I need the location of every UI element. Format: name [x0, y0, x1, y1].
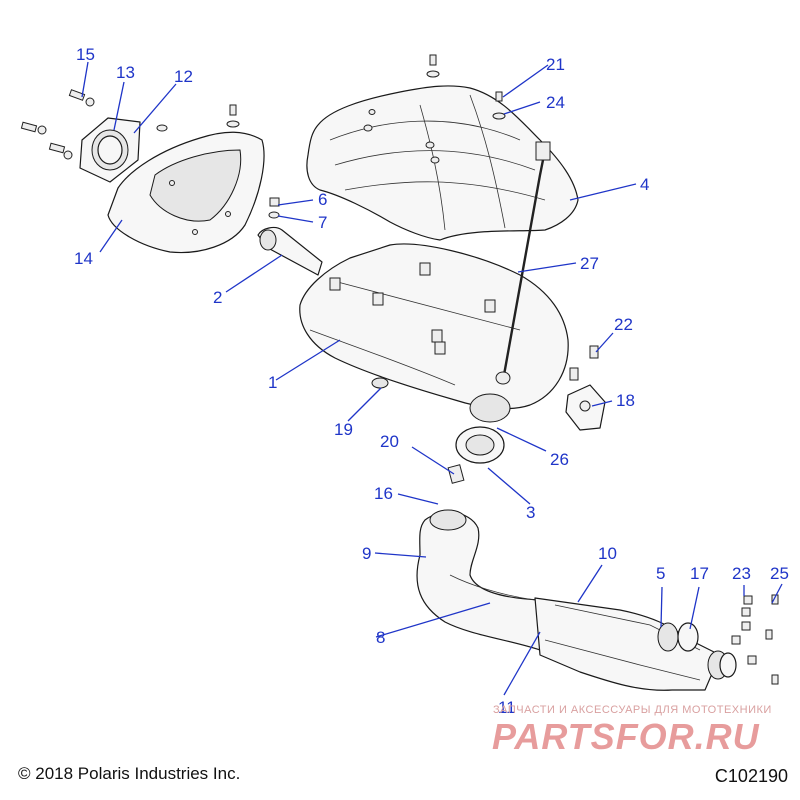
muffler-shroud-14	[107, 131, 265, 254]
callout-labels: 15 13 12 14 2 6 7 21 24 4 27 1 19 22 18 …	[74, 45, 789, 717]
callout-17: 17	[690, 564, 709, 583]
callout-19: 19	[334, 420, 353, 439]
clamp-26	[455, 393, 511, 464]
bolt-21	[426, 54, 506, 120]
inlet-cone-2	[257, 226, 323, 276]
callout-4: 4	[640, 175, 649, 194]
head-pipe-9	[416, 509, 561, 651]
callout-13: 13	[116, 63, 135, 82]
flange-12	[79, 117, 141, 183]
watermark-tagline: ЗАПЧАСТИ И АКСЕССУАРЫ ДЛЯ МОТОТЕХНИКИ	[493, 704, 772, 716]
outlet-5	[657, 622, 737, 680]
callout-6: 6	[318, 190, 327, 209]
callout-2: 2	[213, 288, 222, 307]
callout-3: 3	[526, 503, 535, 522]
bolt-6	[268, 197, 280, 219]
copyright-notice: © 2018 Polaris Industries Inc.	[18, 764, 241, 783]
callout-18: 18	[616, 391, 635, 410]
nuts-23	[731, 594, 779, 685]
callout-16: 16	[374, 484, 393, 503]
watermark-logo: PARTSFOR.RU	[492, 716, 760, 757]
clip-20	[447, 464, 465, 484]
callout-9: 9	[362, 544, 371, 563]
callout-8: 8	[376, 628, 385, 647]
callout-14: 14	[74, 249, 93, 268]
callout-20: 20	[380, 432, 399, 451]
callout-1: 1	[268, 373, 277, 392]
callout-15: 15	[76, 45, 95, 64]
callout-26: 26	[550, 450, 569, 469]
bracket-18	[565, 345, 606, 431]
o2-sensor-27	[495, 141, 551, 385]
callout-24: 24	[546, 93, 565, 112]
callout-12: 12	[174, 67, 193, 86]
heat-shield-upper	[306, 85, 579, 241]
callout-22: 22	[614, 315, 633, 334]
callout-23: 23	[732, 564, 751, 583]
bolt-15	[20, 89, 240, 160]
callout-5: 5	[656, 564, 665, 583]
callout-7: 7	[318, 213, 327, 232]
callout-27: 27	[580, 254, 599, 273]
diagram-id: C102190	[714, 766, 788, 786]
callout-10: 10	[598, 544, 617, 563]
callout-21: 21	[546, 55, 565, 74]
muffler-1	[299, 243, 569, 410]
callout-25: 25	[770, 564, 789, 583]
leader-lines	[81, 61, 783, 696]
callout-11: 11	[498, 698, 516, 717]
